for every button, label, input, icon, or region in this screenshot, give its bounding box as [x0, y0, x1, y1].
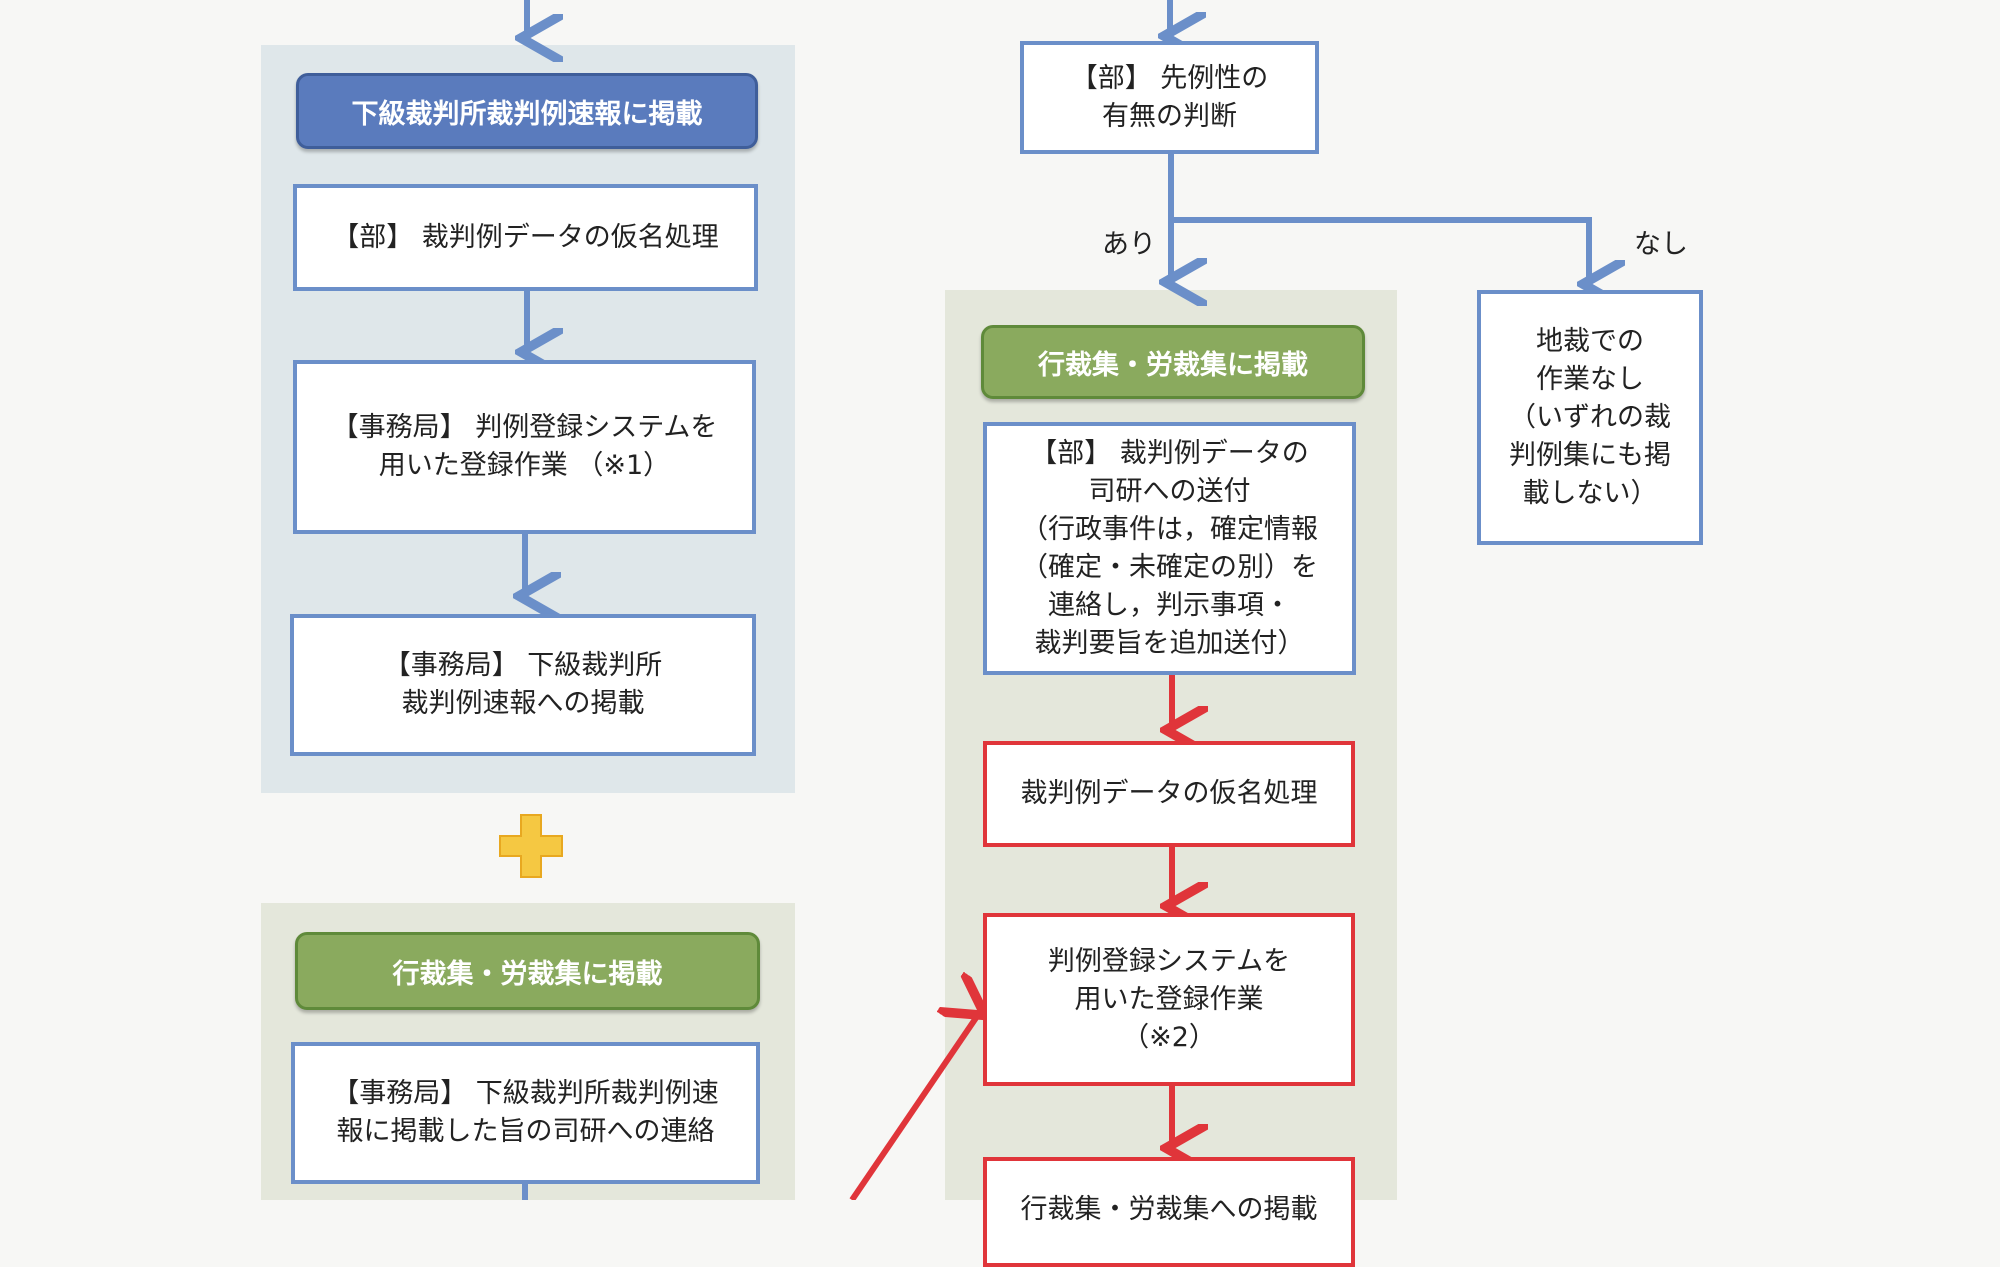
box-publish-sokuhou: 【事務局】 下級裁判所 裁判例速報への掲載	[290, 614, 756, 756]
box-publish-gyousai: 行裁集・労裁集への掲載	[983, 1157, 1355, 1267]
box-registration-red: 判例登録システムを 用いた登録作業 （※2）	[983, 913, 1355, 1086]
box-precedent-decision: 【部】 先例性の 有無の判断	[1020, 41, 1319, 154]
header-gyousai-left: 行裁集・労裁集に掲載	[295, 932, 760, 1010]
arrow	[1171, 217, 1589, 284]
label-no: なし	[1634, 229, 1688, 260]
box-no-work: 地裁での 作業なし （いずれの裁 判例集にも掲 載しない）	[1477, 290, 1703, 545]
box-registration: 【事務局】 判例登録システムを 用いた登録作業 （※1）	[293, 360, 756, 534]
flow-arrows	[499, 0, 2000, 1200]
header-sokuhou: 下級裁判所裁判例速報に掲載	[296, 73, 758, 149]
box-notify-shiken: 【事務局】 下級裁判所裁判例速 報に掲載した旨の司研への連絡	[291, 1042, 760, 1184]
arrow	[849, 1012, 980, 1200]
box-kana-processing: 【部】 裁判例データの仮名処理	[293, 184, 758, 291]
box-send-to-shiken: 【部】 裁判例データの 司研への送付 （行政事件は，確定情報 （確定・未確定の別…	[983, 422, 1356, 675]
label-yes: あり	[1102, 229, 1156, 260]
box-kana-processing-red: 裁判例データの仮名処理	[983, 741, 1355, 847]
plus-icon	[499, 814, 563, 878]
header-gyousai-right: 行裁集・労裁集に掲載	[981, 325, 1365, 399]
